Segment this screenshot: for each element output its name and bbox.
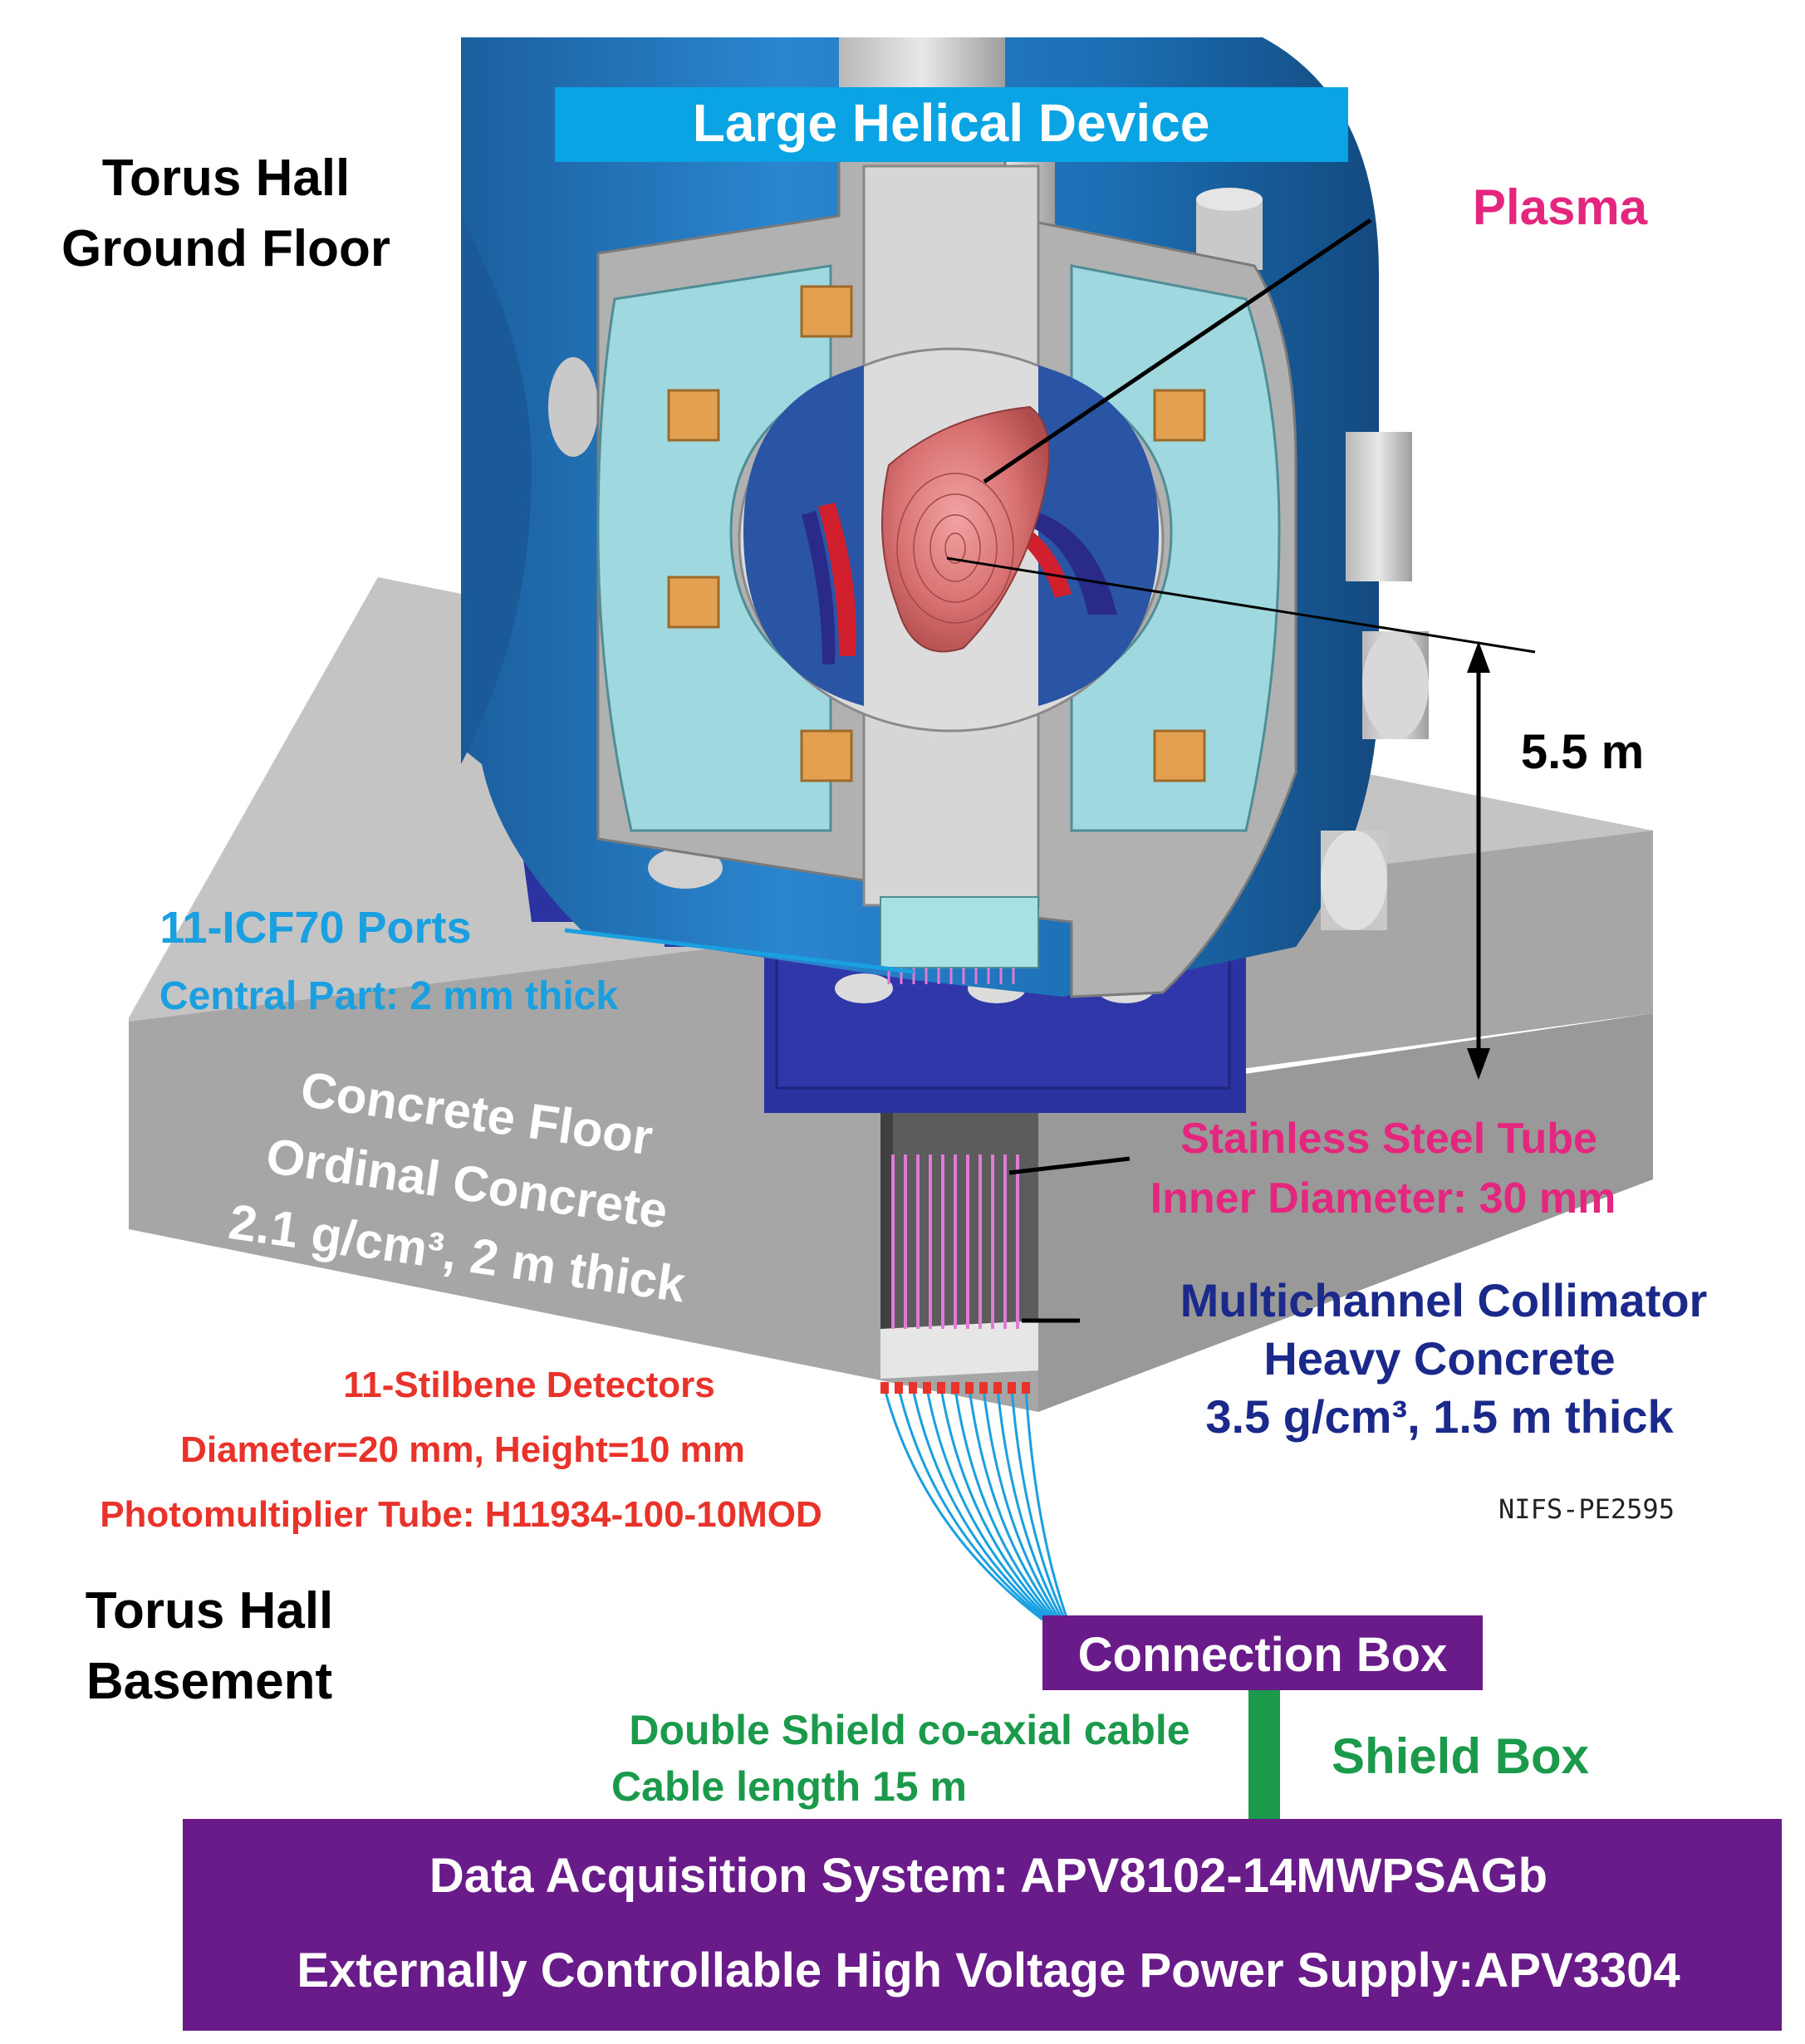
hv-label: Externally Controllable High Voltage Pow… [297, 1944, 1680, 1997]
ports-leader-line [564, 928, 915, 974]
detectors-label-line1: 11-Stilbene Detectors [343, 1365, 715, 1405]
shield-cable [1248, 1690, 1280, 1819]
detectors-label-line3: Photomultiplier Tube: H11934-100-10MOD [100, 1494, 822, 1535]
page-title: Large Helical Device [693, 93, 1210, 153]
tube-label-line1: Stainless Steel Tube [1180, 1115, 1597, 1163]
ports-label: 11-ICF70 Ports [159, 903, 471, 953]
plasma-leader-line [983, 218, 1372, 484]
detectors-label-line2: Diameter=20 mm, Height=10 mm [180, 1429, 745, 1470]
ports-detail-label: Central Part: 2 mm thick [159, 974, 618, 1018]
stilbene-detectors [880, 1382, 1030, 1394]
connection-box-label: Connection Box [1078, 1628, 1448, 1682]
tube-label-line2: Inner Diameter: 30 mm [1150, 1174, 1616, 1223]
ground-floor-label-line1: Torus Hall [102, 150, 351, 207]
title-bar [555, 87, 1348, 162]
plasma-label: Plasma [1473, 179, 1648, 235]
collimator-label-line1: Multichannel Collimator [1180, 1274, 1708, 1326]
collimator-label-line2: Heavy Concrete [1263, 1332, 1615, 1385]
basement-label-line1: Torus Hall [86, 1582, 334, 1640]
height-indicator [946, 556, 1536, 1080]
height-label: 5.5 m [1521, 725, 1644, 779]
helical-device [461, 37, 1429, 998]
coil-blocks [667, 285, 1206, 782]
cable-label-line2: Cable length 15 m [611, 1763, 967, 1810]
collimator-tubes [891, 1154, 1019, 1329]
detector-cables [883, 1388, 1069, 1621]
connection-box [1042, 1615, 1483, 1690]
cable-label-line1: Double Shield co-axial cable [629, 1707, 1189, 1753]
daq-hv-box [183, 1819, 1782, 2031]
figure-id: NIFS-PE2595 [1498, 1493, 1675, 1525]
ground-floor-label-line2: Ground Floor [61, 220, 390, 277]
daq-label: Data Acquisition System: APV8102-14MWPSA… [429, 1849, 1547, 1903]
basement-label-line2: Basement [86, 1653, 332, 1710]
collimator-label-line3: 3.5 g/cm³, 1.5 m thick [1205, 1390, 1674, 1443]
shield-box-label: Shield Box [1332, 1728, 1589, 1784]
tube-leader-line [1008, 1156, 1131, 1175]
